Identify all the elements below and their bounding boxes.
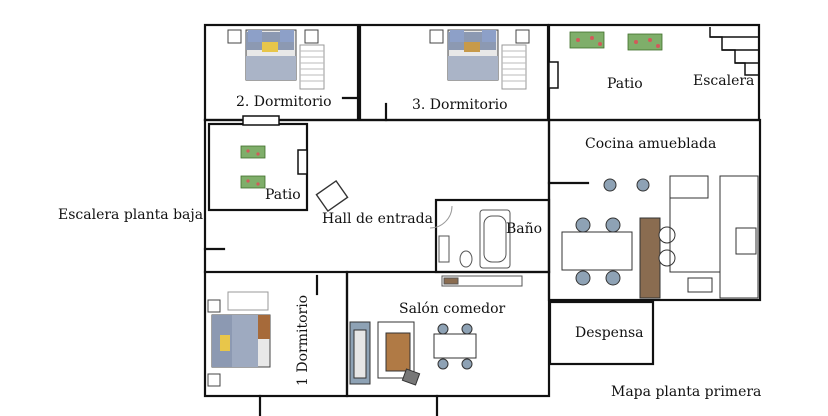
pantry-walls: [548, 300, 655, 366]
stairs-icon: [709, 27, 760, 76]
fridge-icon: [441, 275, 523, 287]
hall-label: Hall de entrada: [322, 211, 433, 227]
bedroom3-label: 3. Dormitorio: [412, 97, 508, 113]
side-label: Escalera planta baja: [58, 207, 204, 223]
sofa-icon: [349, 321, 421, 386]
living-label: Salón comedor: [399, 301, 506, 317]
bedroom1-label: 1 Dormitorio: [295, 294, 311, 386]
bed-icon: [227, 29, 325, 90]
dining-table-icon: [561, 178, 676, 299]
stairs-label: Escalera: [693, 73, 755, 89]
dining-table-icon: [433, 323, 477, 370]
patio-inner-label: Patio: [265, 187, 301, 203]
bed-icon: [207, 291, 271, 387]
bed-icon: [429, 29, 530, 90]
pantry-label: Despensa: [575, 325, 644, 341]
kitchen-label: Cocina amueblada: [585, 136, 717, 152]
patio-top-label: Patio: [607, 76, 643, 92]
caption-label: Mapa planta primera: [611, 384, 762, 400]
toilet-icon: [459, 250, 473, 268]
stove-icon: [669, 175, 759, 299]
bath-label: Baño: [506, 221, 543, 237]
bedroom2-label: 2. Dormitorio: [236, 94, 332, 110]
armchair-icon: [315, 179, 349, 213]
bathtub-icon: [479, 209, 511, 269]
sink-icon: [438, 235, 450, 263]
